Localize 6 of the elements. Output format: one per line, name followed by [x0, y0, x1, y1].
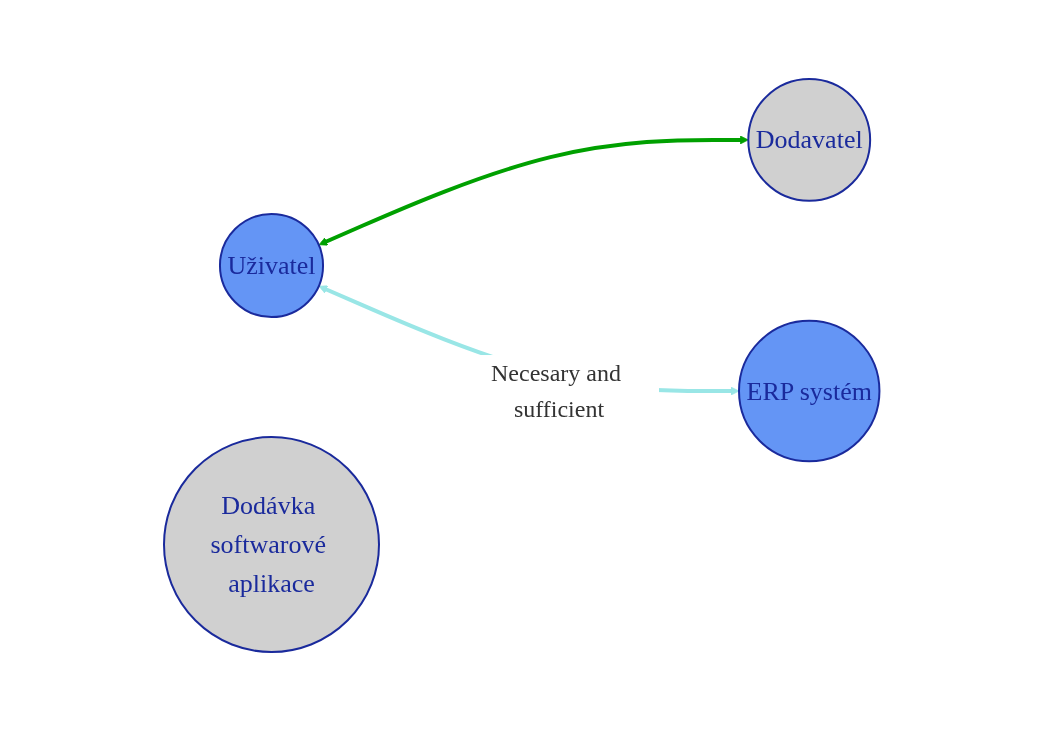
node-circle: ERP systém — [737, 320, 881, 463]
edge-label: Necesary and sufficient — [490, 360, 621, 423]
arrow — [318, 136, 749, 247]
node-circle: Dodavatel — [747, 78, 871, 203]
node-circle: Uživatel — [218, 213, 324, 319]
node-circle: Dodávka softwarové aplikace — [162, 436, 380, 654]
